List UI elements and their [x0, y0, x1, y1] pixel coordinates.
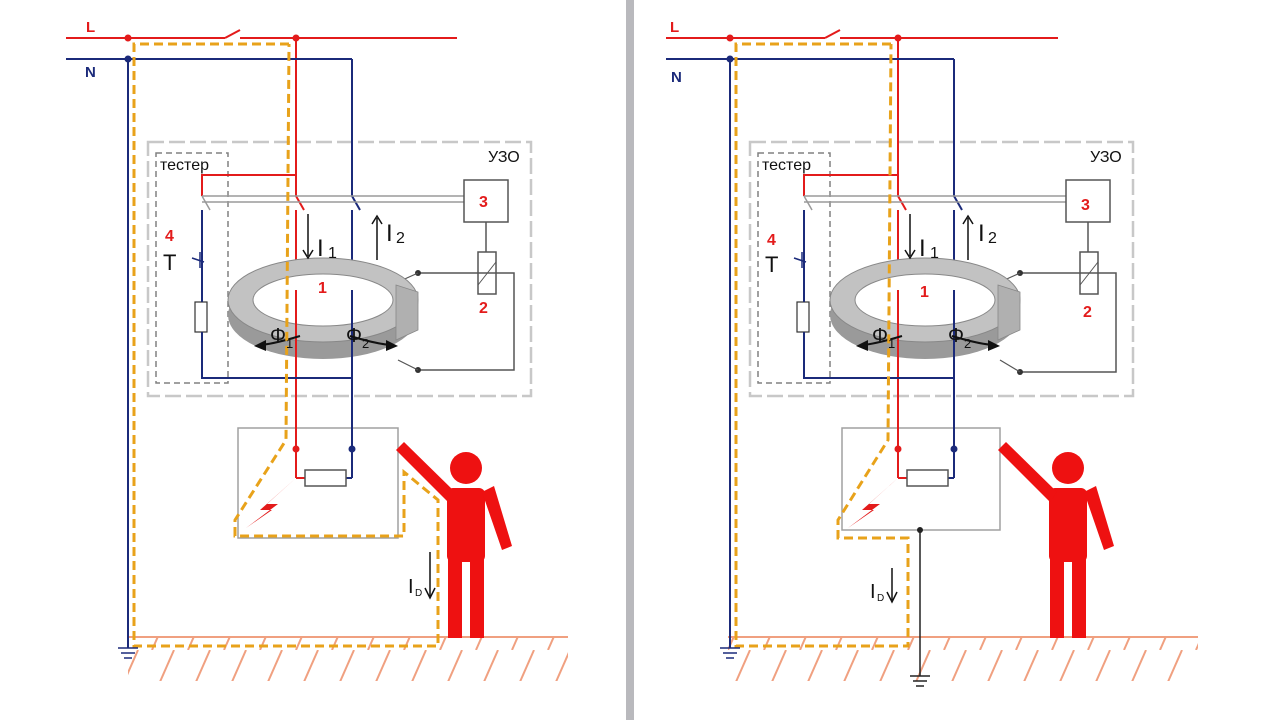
neutral-label: N — [85, 64, 96, 81]
current-out-label: I — [386, 220, 393, 247]
button-symbol: T — [765, 252, 778, 277]
rcd-label: УЗО — [1090, 149, 1122, 166]
core-number: 1 — [318, 280, 327, 297]
flux1-label: Φ — [872, 325, 888, 347]
leak-current-sub: D — [415, 588, 422, 599]
tester-resistor — [796, 301, 810, 333]
fault-current-path — [734, 42, 910, 648]
tester-label: тестер — [160, 157, 209, 174]
current-in-label: I — [317, 235, 324, 262]
neutral-label: N — [671, 69, 682, 86]
flux1-label: Φ — [270, 325, 286, 347]
phase-label: L — [670, 19, 679, 36]
panel-divider — [626, 0, 634, 720]
panel-right: L N УЗО тестер 3 2 1 4 T I 1 I 2 Φ 1 Φ 2… — [666, 19, 1198, 687]
test-button — [793, 252, 807, 268]
core-number: 1 — [920, 284, 929, 301]
load-enclosure — [237, 427, 399, 539]
ground-surface — [728, 636, 1198, 681]
current-arrows — [904, 214, 974, 260]
rcd-device-frame — [748, 140, 1135, 398]
person-figure — [998, 442, 1114, 638]
leak-current-label: I — [870, 581, 876, 603]
load-resistor — [304, 469, 347, 487]
flux2-label: Φ — [346, 325, 362, 347]
button-symbol: T — [163, 250, 176, 275]
ground-symbol-icon — [720, 647, 740, 659]
relay-number: 2 — [1083, 304, 1092, 321]
phase-wire — [66, 29, 457, 479]
flux1-sub: 1 — [888, 336, 895, 351]
current-in-sub: 1 — [328, 245, 337, 262]
load-resistor — [906, 469, 949, 487]
test-button — [191, 252, 205, 268]
trip-unit-box — [1065, 179, 1111, 223]
tester-frame — [757, 152, 831, 384]
flux2-sub: 2 — [362, 336, 369, 351]
fault-lightning-icon — [848, 478, 898, 528]
flux2-label: Φ — [948, 325, 964, 347]
ground-surface — [128, 636, 568, 681]
flux1-sub: 1 — [286, 336, 293, 351]
current-in-label: I — [919, 235, 926, 262]
switch-mechanism — [803, 195, 1066, 211]
person-figure — [396, 442, 512, 638]
trip-unit-number: 3 — [1081, 197, 1090, 214]
tester-label: тестер — [762, 157, 811, 174]
current-out-sub: 2 — [988, 230, 997, 247]
current-arrows — [302, 214, 383, 260]
rcd-label: УЗО — [488, 149, 520, 166]
fault-lightning-icon — [246, 478, 296, 528]
phase-label: L — [86, 19, 95, 36]
relay-number: 2 — [479, 300, 488, 317]
tester-frame — [155, 152, 229, 384]
current-in-sub: 1 — [930, 245, 939, 262]
ground-symbol-icon — [118, 647, 138, 659]
test-button-number: 4 — [767, 232, 776, 249]
ground-symbol-icon — [910, 675, 930, 687]
toroidal-core — [227, 257, 419, 359]
tester-resistor — [194, 301, 208, 333]
switch-mechanism — [201, 195, 464, 211]
current-out-label: I — [978, 220, 985, 247]
rcd-device-frame — [146, 140, 533, 398]
leak-current-label: I — [408, 576, 414, 598]
flux2-sub: 2 — [964, 336, 971, 351]
phase-wire — [666, 29, 1058, 479]
trip-unit-number: 3 — [479, 194, 488, 211]
panel-left: L N УЗО тестер 3 2 1 4 T I 1 I 2 Φ 1 Φ 2… — [66, 19, 568, 681]
test-button-number: 4 — [165, 228, 174, 245]
leak-current-sub: D — [877, 593, 884, 604]
neutral-wire — [66, 58, 361, 648]
fault-current-path — [132, 42, 440, 648]
current-out-sub: 2 — [396, 230, 405, 247]
